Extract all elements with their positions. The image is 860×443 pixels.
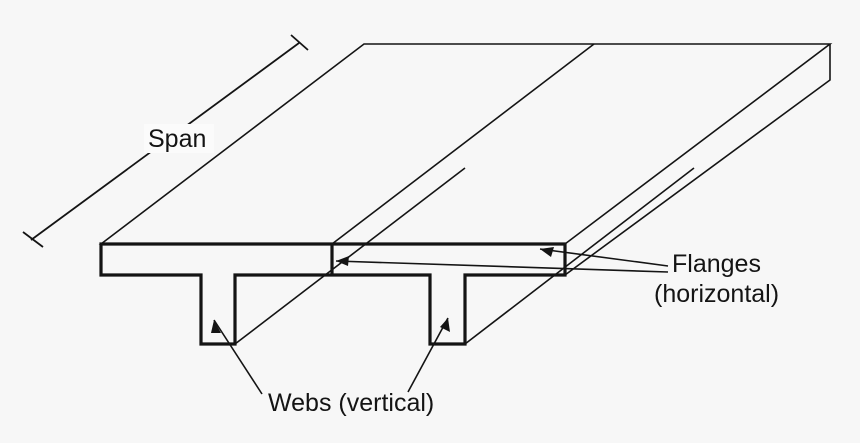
deck-slab-group [98,43,833,276]
web-leader-two-arrowhead [440,318,450,332]
flange-leader-right-arrowhead [540,247,554,257]
flange-leaders-group [335,247,669,273]
web-leader-one-arrowhead [211,320,221,333]
slab-right-end-face [564,44,831,276]
web-leader-one [213,319,263,395]
span-label-halo [144,124,214,153]
web-leader-two [407,317,449,393]
slab-interior-seam-line [331,43,595,245]
tbeam-profile-outline [99,242,567,346]
span-dimension-group [22,34,309,248]
webs-label: Webs (vertical) [268,389,434,417]
span-tick-end [290,34,309,51]
flanges-label-line2: (horizontal) [654,280,779,308]
flange-leader-right [539,248,669,267]
flanges-label-line1: Flanges [672,250,761,278]
flange-leader-left-arrowhead [336,256,349,266]
web-depth-lines-group [234,167,695,345]
tbeam-cross-section-group [99,242,567,346]
span-label: Span [148,125,206,153]
web-leaders-group [211,317,450,395]
flange-leader-left [335,260,669,273]
span-tick-start [22,231,44,248]
web-two-receding-edge [464,167,695,345]
web-one-receding-edge [234,167,466,345]
